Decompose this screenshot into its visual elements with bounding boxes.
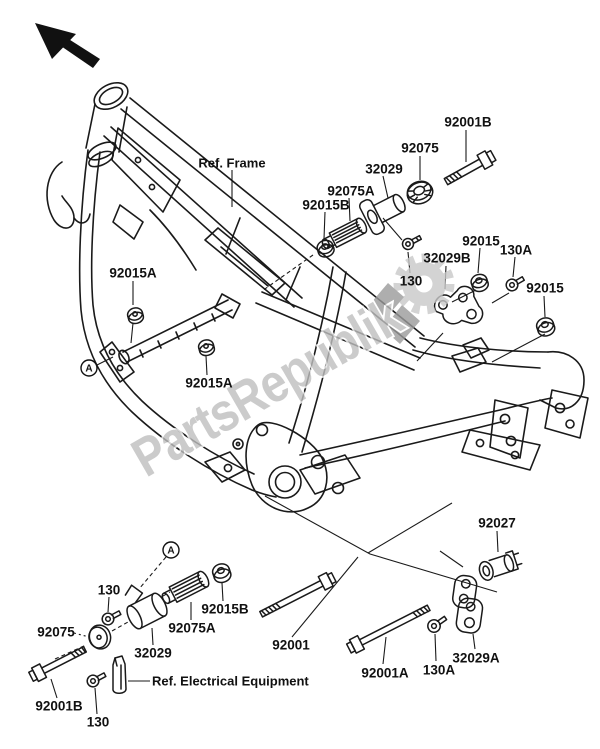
svg-text:A: A [167, 546, 174, 557]
part-bolt-130-bottom-lower [86, 672, 107, 688]
labels-layer: Ref. Frame92001B920753202992075A92015B13… [35, 115, 564, 730]
part-bolt-130a-upper [505, 276, 526, 292]
part-label-130: 130 [98, 583, 121, 598]
part-label-92015b: 92015B [201, 602, 249, 617]
direction-arrow-icon [35, 23, 100, 68]
part-label-130a: 130A [423, 663, 456, 678]
ref-marker-circle-a: A [80, 359, 98, 377]
part-label-92015b: 92015B [302, 198, 350, 213]
exploded-parts [28, 149, 556, 694]
ref-marker-circle-a: A [162, 541, 180, 559]
svg-text:A: A [85, 364, 92, 375]
part-label-92015a: 92015A [185, 376, 233, 391]
part-electrical-bracket [112, 655, 127, 694]
part-bushing-92075a-bottom [161, 570, 210, 605]
part-label-92015: 92015 [526, 281, 564, 296]
part-bolt-92001b-top [443, 149, 497, 186]
part-nut-92015a-mid [197, 339, 216, 357]
part-label-92001b: 92001B [444, 115, 492, 130]
part-label-32029: 32029 [365, 162, 403, 177]
part-label-32029a: 32029A [452, 651, 500, 666]
part-sleeve-92027 [478, 550, 523, 581]
part-bolt-92001b-bottom [28, 645, 88, 683]
part-bolt-130a-bottom [427, 615, 448, 633]
leader-lines [50, 130, 546, 715]
part-damper-92075-top [406, 180, 434, 205]
part-label-92075a: 92075A [327, 184, 375, 199]
watermark: PartsRepublik [120, 253, 455, 490]
part-label-92075: 92075 [401, 141, 439, 156]
part-bracket-32029b [433, 285, 484, 325]
part-label-92075a: 92075A [168, 621, 216, 636]
part-label-92027: 92027 [478, 516, 516, 531]
part-bolt-130-top [401, 234, 423, 251]
part-washer-92075-bottom [88, 624, 112, 650]
part-label-ref-electrical-equipment: Ref. Electrical Equipment [152, 674, 309, 689]
part-nut-92015b-top [316, 239, 335, 258]
frame-drawing [46, 81, 589, 513]
part-bracket-32029a [451, 574, 484, 634]
part-label-92001: 92001 [272, 638, 310, 653]
part-label-92015a: 92015A [109, 266, 157, 281]
part-nut-92015a-left [126, 307, 145, 325]
part-label-92075: 92075 [37, 625, 75, 640]
part-label-92015: 92015 [462, 234, 500, 249]
part-label-32029b: 32029B [423, 251, 471, 266]
part-label-130a: 130A [500, 243, 533, 258]
part-bolt-130-bottom-upper [101, 610, 122, 626]
part-bolt-92001a [345, 604, 431, 654]
part-label-130: 130 [400, 274, 423, 289]
watermark-logo-wrench-icon [370, 283, 420, 344]
part-label-ref-frame: Ref. Frame [198, 156, 265, 171]
part-label-32029: 32029 [134, 646, 172, 661]
part-bolt-92001 [259, 571, 337, 618]
part-nut-92015-right [535, 317, 556, 337]
watermark-logo-gear-icon [393, 253, 455, 315]
watermark-text: PartsRepublik [122, 286, 413, 489]
part-label-92001b: 92001B [35, 699, 83, 714]
part-nut-92015b-bottom [211, 563, 232, 584]
part-bushing-92075a-top [321, 217, 368, 250]
part-nut-92015-upper [470, 273, 489, 293]
part-label-92001a: 92001A [361, 666, 409, 681]
part-label-130: 130 [87, 715, 110, 730]
